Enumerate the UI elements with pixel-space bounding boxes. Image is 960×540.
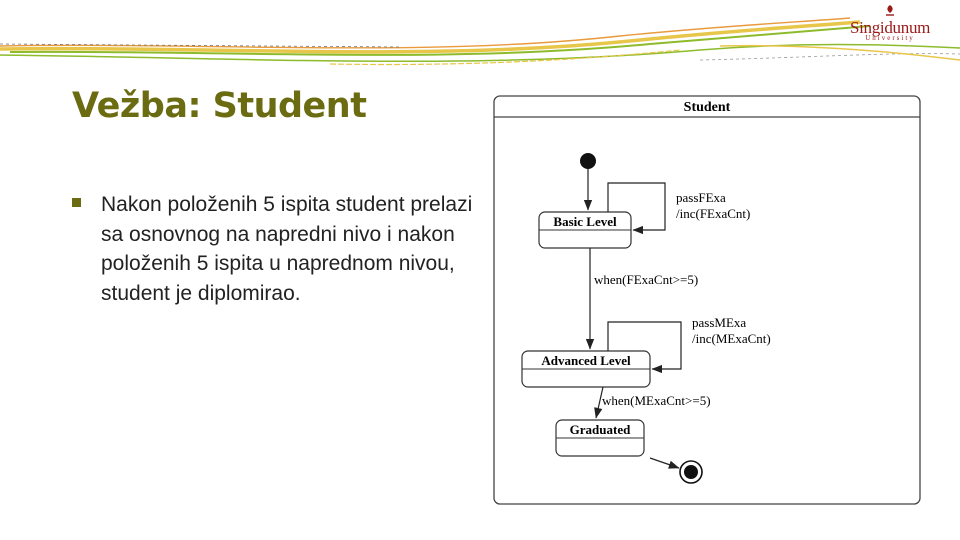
header-swoosh [0, 17, 960, 66]
initial-state [580, 153, 596, 169]
advanced-to-graduated-guard: when(MExaCnt>=5) [602, 393, 711, 408]
bullet-text: Nakon položenih 5 ispita student prelazi… [101, 193, 473, 305]
student-container-name: Student [684, 100, 731, 115]
basic-self-action: /inc(FExaCnt) [676, 206, 750, 221]
bullet-square-icon [72, 198, 81, 207]
basic-self-event: passFExa [676, 190, 726, 205]
graduated-to-final-arrow [649, 457, 680, 469]
state-basic-level-label: Basic Level [553, 214, 617, 229]
advanced-self-action: /inc(MExaCnt) [692, 331, 771, 346]
state-graduated: Graduated [555, 419, 645, 457]
basic-to-advanced-guard: when(FExaCnt>=5) [594, 272, 698, 287]
state-graduated-label: Graduated [570, 422, 631, 437]
slide-title: Vežba: Student [72, 86, 367, 126]
final-state [679, 460, 703, 484]
advanced-to-graduated-arrow [594, 386, 604, 419]
state-basic-level: Basic Level [538, 211, 632, 249]
state-advanced-level: Advanced Level [521, 350, 651, 388]
crest-icon [886, 5, 894, 16]
advanced-self-event: passMExa [692, 315, 746, 330]
university-logo: Singidunum University [840, 4, 940, 44]
basic-self-loop [607, 182, 666, 235]
advanced-self-loop [607, 321, 682, 374]
logo-name: Singidunum [849, 18, 931, 37]
student-container [493, 95, 921, 505]
state-advanced-level-label: Advanced Level [541, 353, 631, 368]
logo-subtitle: University [865, 34, 915, 42]
state-diagram: Student Basic Level passFExa /inc(FExaCn… [493, 95, 921, 505]
